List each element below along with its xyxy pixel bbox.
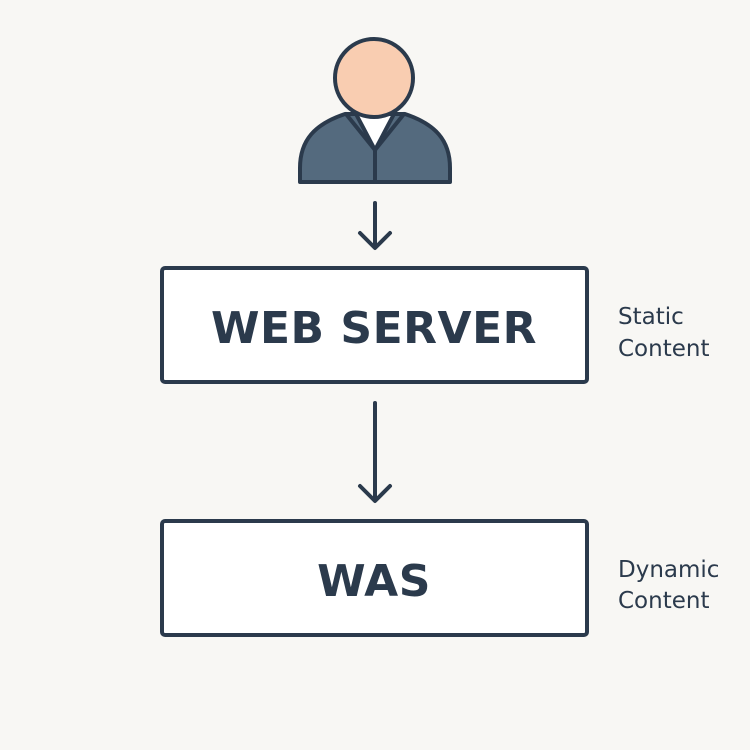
user-head [333,37,415,119]
static-content-line2: Content [618,336,709,362]
web-server-label: WEB SERVER [211,303,537,354]
arrow-down-icon [358,201,392,250]
dynamic-content-line1: Dynamic [618,557,719,583]
web-server-box-frame [160,266,589,384]
user-collar-right [373,112,406,152]
user-icon [298,37,452,184]
was-box: WAS [160,519,589,637]
dynamic-content-note: Dynamic Content [618,557,719,614]
static-content-line1: Static [618,304,684,330]
arrow-down-icon [358,401,392,503]
dynamic-content-line2: Content [618,588,709,614]
static-content-note: Static Content [618,304,709,362]
user-collar-left [344,112,377,152]
was-box-frame [160,519,589,637]
web-server-box: WEB SERVER [160,266,589,384]
was-label: WAS [317,556,431,607]
